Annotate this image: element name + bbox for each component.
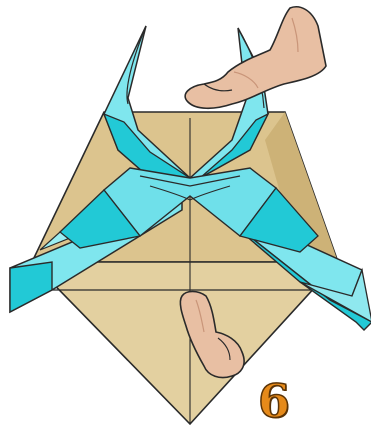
step-number: 6 bbox=[258, 378, 290, 424]
paper-bottom-point bbox=[32, 262, 338, 424]
hand-top-icon bbox=[185, 7, 326, 108]
